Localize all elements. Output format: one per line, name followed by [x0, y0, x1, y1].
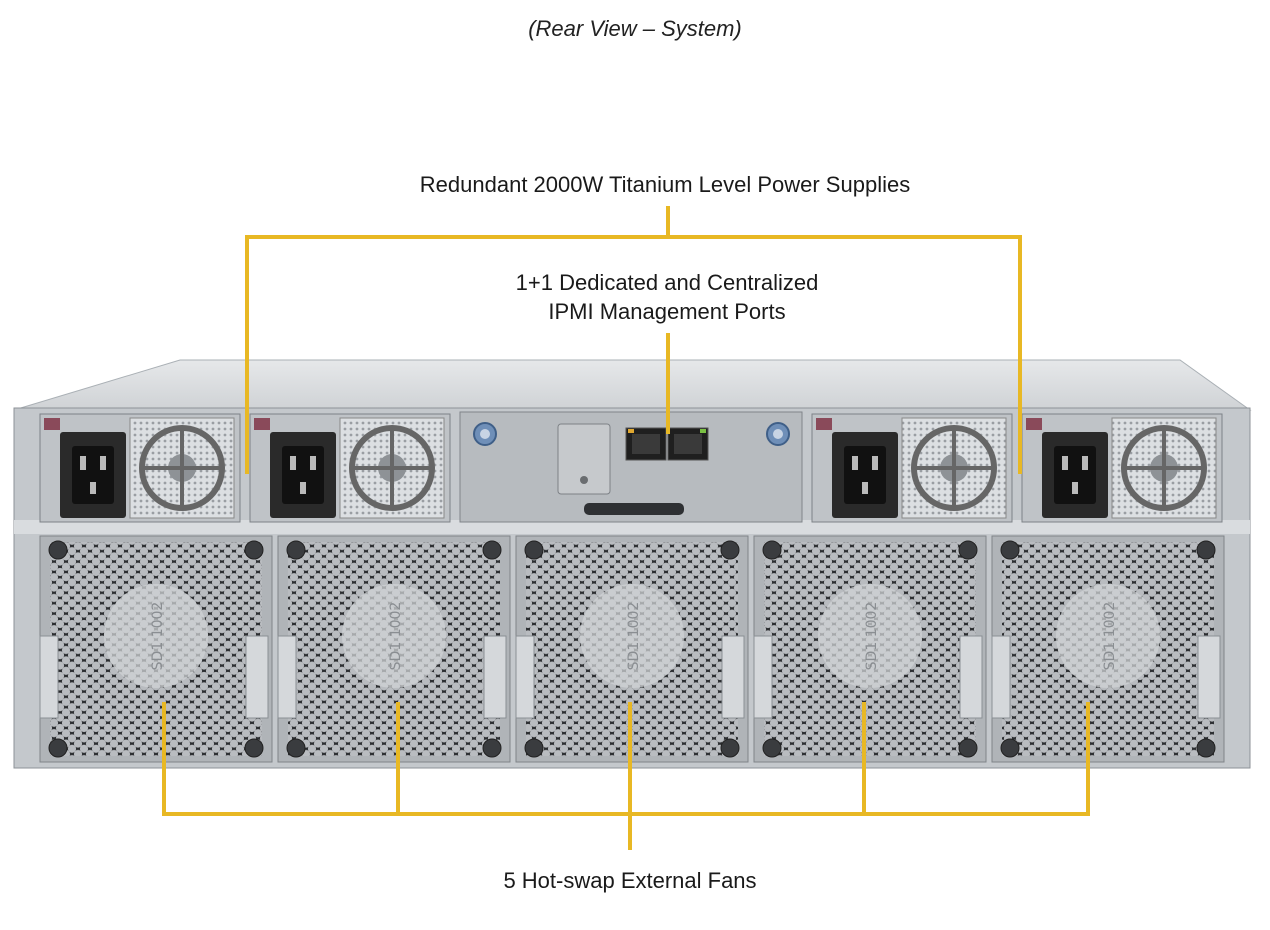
fan-hub-label: SD1 1002 [626, 602, 642, 671]
fan-hub-label: SD1 1002 [864, 602, 880, 671]
fan-hub-label: SD1 1002 [1102, 602, 1118, 671]
fan-handle-right [483, 635, 507, 719]
leader-lines [162, 206, 1090, 850]
fan-module-4[interactable]: SD1 1002 [753, 535, 987, 763]
fan-module-5[interactable]: SD1 1002 [991, 535, 1225, 763]
power-supply-1[interactable] [39, 413, 241, 523]
fans-callout: 5 Hot-swap External Fans [503, 868, 757, 893]
power-supply-group [39, 413, 1223, 523]
power-supply-3[interactable] [811, 413, 1013, 523]
psu-bracket-line [245, 235, 1022, 474]
ipmi-callout-line1: 1+1 Dedicated and Centralized [515, 270, 819, 295]
fan-handle-left [991, 635, 1011, 719]
fan-handle-left [277, 635, 297, 719]
fan-handle-right [1197, 635, 1221, 719]
fan-group: SD1 1002 SD1 1002 SD1 1002 SD1 1002 SD1 1002 [39, 535, 1225, 763]
chassis-top [13, 359, 1252, 411]
psu-latch-icon [254, 418, 270, 430]
fan-hub-icon [818, 584, 922, 688]
power-supply-4[interactable] [1021, 413, 1223, 523]
module-handle [584, 503, 684, 515]
fan-handle-left [39, 635, 59, 719]
fan-hub-label: SD1 1002 [150, 602, 166, 671]
fan-bracket-line [162, 702, 1090, 816]
fan-hub-icon [1056, 584, 1160, 688]
ipmi-module [459, 411, 803, 523]
ipmi-ports-callout: 1+1 Dedicated and Centralized IPMI Manag… [417, 268, 917, 326]
fan-handle-left [515, 635, 535, 719]
psu-latch-icon [44, 418, 60, 430]
fan-hub-icon [342, 584, 446, 688]
fan-handle-right [959, 635, 983, 719]
fan-module-3[interactable]: SD1 1002 [515, 535, 749, 763]
fan-hub-label: SD1 1002 [388, 602, 404, 671]
fan-module-2[interactable]: SD1 1002 [277, 535, 511, 763]
fan-hub-icon [104, 584, 208, 688]
fan-module-1[interactable]: SD1 1002 [39, 535, 273, 763]
psu-leader [245, 206, 1022, 474]
ipmi-callout-line2: IPMI Management Ports [548, 299, 786, 324]
fan-hub-icon [580, 584, 684, 688]
fan-leader [162, 702, 1090, 850]
fan-handle-left [753, 635, 773, 719]
fan-handle-right [721, 635, 745, 719]
psu-latch-icon [816, 418, 832, 430]
figure-caption: (Rear View – System) [528, 16, 742, 41]
fan-handle-right [245, 635, 269, 719]
power-supply-2[interactable] [249, 413, 451, 523]
power-supplies-callout: Redundant 2000W Titanium Level Power Sup… [419, 172, 911, 197]
psu-latch-icon [1026, 418, 1042, 430]
